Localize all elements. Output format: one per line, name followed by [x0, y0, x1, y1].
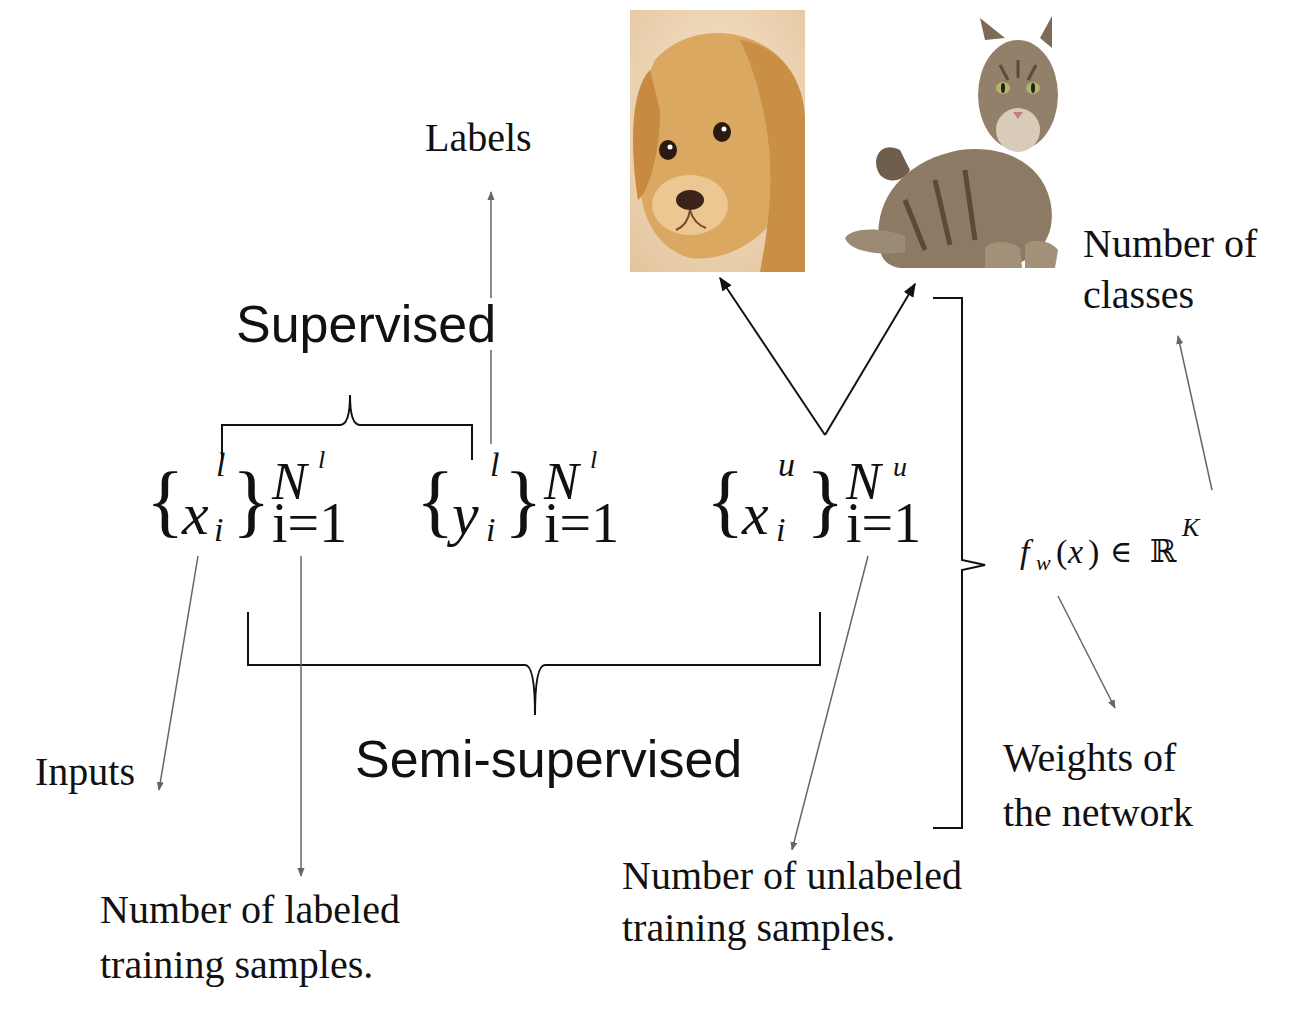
leader-arrow: [300, 556, 302, 876]
cat-picture: [845, 16, 1058, 268]
math-symbol: x: [182, 484, 209, 544]
math-symbol: i=1: [272, 495, 347, 551]
math-symbol: {: [706, 460, 744, 540]
word-label: Labels: [425, 118, 532, 158]
supervised-bracket: [222, 395, 472, 460]
math-symbol: x: [742, 484, 769, 544]
dog-picture: [630, 10, 805, 272]
math-symbol: u: [893, 453, 907, 481]
math-symbol: l: [490, 448, 499, 482]
word-label: Number of unlabeled training samples.: [622, 850, 962, 954]
leader-arrow: [792, 556, 868, 850]
math-symbol: (: [1056, 535, 1067, 569]
leader-arrow: [1178, 336, 1212, 490]
math-symbol: i=1: [846, 495, 921, 551]
math-symbol: f: [1020, 535, 1029, 569]
math-symbol: i=1: [544, 495, 619, 551]
math-symbol: }: [504, 460, 542, 540]
math-symbol: l: [318, 447, 325, 473]
math-symbol: y: [452, 484, 479, 544]
math-symbol: {: [146, 460, 184, 540]
semi-supervised-bracket: [248, 612, 820, 715]
math-symbol: i: [776, 513, 785, 547]
math-symbol: ∈: [1110, 537, 1132, 567]
math-symbol: K: [1182, 515, 1199, 541]
math-symbol: x: [1068, 535, 1083, 569]
word-label: Number of classes: [1083, 218, 1298, 320]
word-label: Inputs: [35, 752, 135, 792]
math-symbol: ℝ: [1150, 535, 1177, 567]
math-symbol: ): [1088, 535, 1099, 569]
math-symbol: u: [778, 448, 795, 482]
network-bracket: [933, 298, 985, 828]
math-symbol: }: [232, 460, 270, 540]
math-symbol: i: [486, 513, 495, 547]
heading-label: Semi-supervised: [355, 733, 742, 785]
pointer-arrow: [720, 278, 825, 435]
heading-label: Supervised: [236, 298, 496, 350]
math-symbol: i: [214, 513, 223, 547]
leader-arrow: [1058, 596, 1115, 708]
pointer-arrow: [825, 284, 915, 435]
math-symbol: w: [1036, 552, 1051, 574]
word-label: Number of labeled training samples.: [100, 882, 460, 992]
leader-arrow: [159, 556, 198, 790]
math-symbol: l: [590, 447, 597, 473]
math-symbol: }: [806, 460, 844, 540]
math-symbol: l: [216, 448, 225, 482]
math-symbol: {: [416, 460, 454, 540]
word-label: Weights of the network: [1003, 730, 1233, 840]
